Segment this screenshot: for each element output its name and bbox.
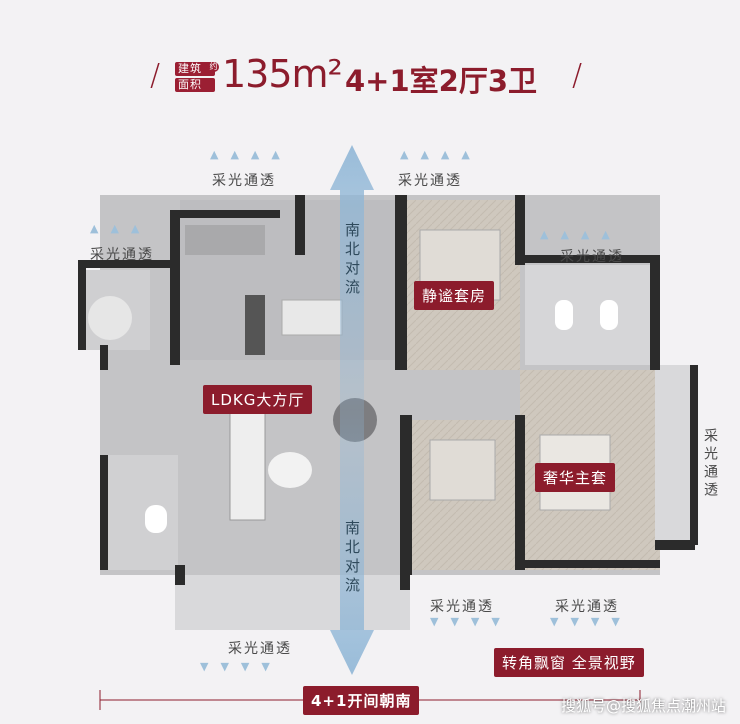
label-convection-bottom: 南北对流: [343, 520, 361, 596]
light-arrows-bottom-mid: ▼▼▼▼: [430, 615, 512, 628]
label-light-right-top: 采光通透: [560, 249, 624, 265]
label-light-left: 采光通透: [90, 247, 154, 263]
floor-bathroom-left: [108, 455, 178, 570]
floor-kitchen: [180, 200, 400, 360]
tag-quiet-suite: 静谧套房: [414, 281, 495, 310]
airflow-arrow: [330, 145, 374, 675]
floor-balcony: [175, 575, 410, 630]
tag-master-suite: 奢华主套: [535, 463, 616, 492]
badge-line-2: 面积: [175, 78, 215, 92]
layout-description: 4+1室2厅3卫: [345, 64, 538, 98]
watermark: 搜狐号@搜狐焦点潮州站: [560, 697, 726, 715]
light-arrows-top-left: ▲▲▲▲: [210, 148, 292, 161]
header-slash-right: /: [572, 58, 583, 93]
light-arrows-right: ▲▲▲▲: [540, 228, 622, 241]
light-arrows-bottom-right: ▼▼▼▼: [550, 615, 632, 628]
label-light-top-left: 采光通透: [212, 173, 276, 189]
area-badge: 建筑 面积 约: [175, 62, 219, 94]
tag-living-room: LDKG大方厅: [203, 385, 313, 414]
floor-bathroom-right: [525, 265, 655, 365]
floor-bay-window: [655, 365, 695, 540]
label-light-bottom-right: 采光通透: [555, 599, 619, 615]
label-light-top-mid: 采光通透: [398, 173, 462, 189]
badge-note: 约: [209, 62, 219, 72]
tag-bay-window: 转角飘窗 全景视野: [494, 648, 644, 677]
area-value: 135m²: [222, 52, 343, 96]
tag-south-facing: 4+1开间朝南: [303, 686, 420, 715]
walls: [78, 195, 698, 590]
label-light-right-vertical: 采光通透: [702, 428, 718, 500]
badge-line-1: 建筑: [175, 62, 215, 76]
light-arrows-bottom-left: ▼▼▼▼: [200, 660, 282, 673]
label-light-bottom-left: 采光通透: [228, 641, 292, 657]
label-convection-top: 南北对流: [343, 222, 361, 298]
header-slash-left: /: [150, 58, 161, 93]
light-arrows-top-mid: ▲▲▲▲: [400, 148, 482, 161]
light-arrows-left: ▲▲▲: [90, 222, 152, 235]
label-light-bottom-mid: 采光通透: [430, 599, 494, 615]
